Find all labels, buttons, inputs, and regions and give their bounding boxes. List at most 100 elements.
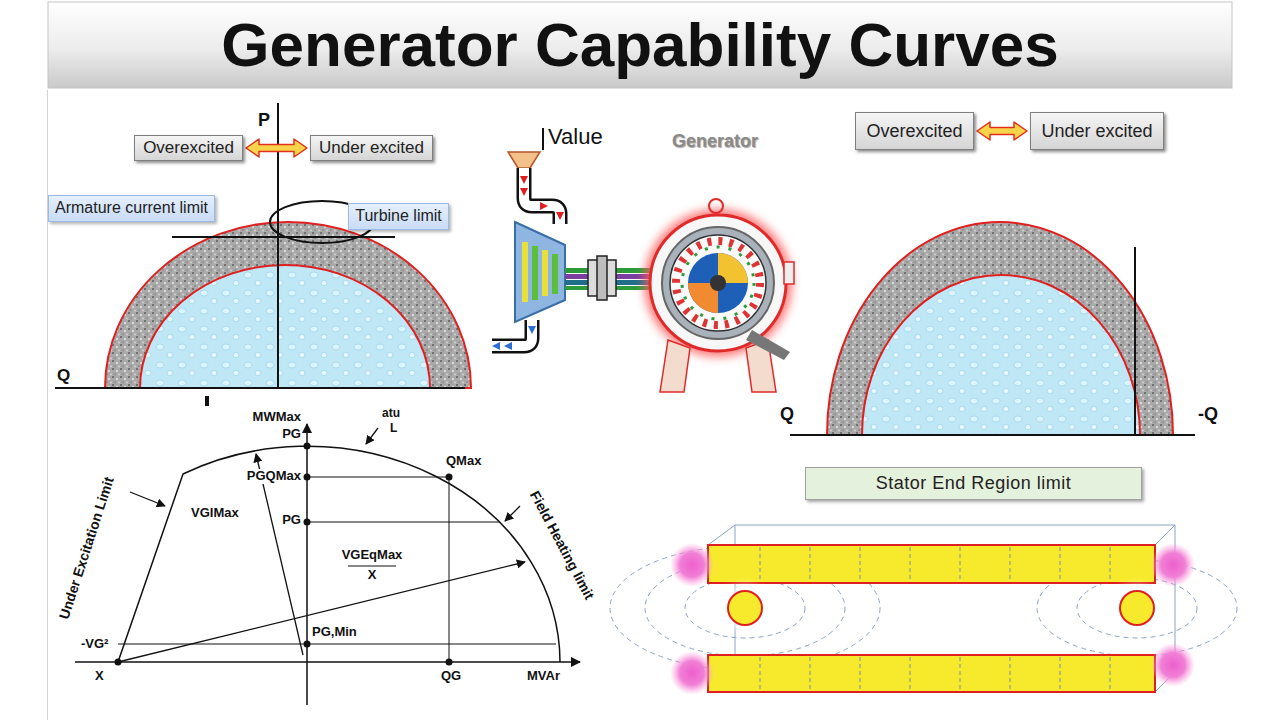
vector-label: X <box>367 568 378 583</box>
generator-glow <box>644 209 792 357</box>
axis-label: Q <box>780 404 794 425</box>
lamination-line <box>760 547 1110 690</box>
mode-box: Overexcited <box>134 135 243 161</box>
limit-box: Turbine limit <box>348 203 449 230</box>
point-label: PG <box>281 513 302 528</box>
part-label: Value <box>548 124 603 149</box>
point-dot <box>304 474 311 481</box>
vector-label: VGEqMax <box>341 548 404 563</box>
box-label: Overexcited <box>143 138 234 158</box>
point-dot <box>304 443 311 450</box>
title-text: Generator Capability Curves <box>221 9 1058 80</box>
rotor <box>688 253 748 313</box>
limit-title-box: Stator End Region limit <box>805 467 1142 500</box>
end-region-limit-line <box>1134 247 1136 435</box>
hot-spot <box>1151 643 1195 687</box>
generator-foot <box>660 340 690 392</box>
operating-region <box>140 265 430 388</box>
point-dot <box>304 519 311 526</box>
turbine-blade <box>542 250 548 296</box>
lifting-ring <box>709 199 723 213</box>
end-glow <box>1115 586 1159 630</box>
exhaust-arrow <box>528 326 536 334</box>
hot-spot <box>1151 543 1195 587</box>
cut-label: atu <box>382 407 400 421</box>
armature-vector <box>256 454 303 655</box>
guide-line <box>449 477 450 662</box>
part-label: Generator <box>672 131 758 152</box>
cut-label: L <box>390 422 397 436</box>
flux-line <box>1077 578 1197 638</box>
generator-bracket <box>746 330 790 360</box>
capability-curve <box>118 446 560 662</box>
operating-region <box>862 275 1140 435</box>
steam-arrow <box>520 176 528 184</box>
limit-label: Under Excitation Limit <box>55 475 116 621</box>
axis-tick <box>205 396 209 406</box>
turbine <box>515 222 565 322</box>
valve-funnel <box>508 152 540 168</box>
armature-band <box>827 222 1173 435</box>
leader-arrow <box>130 492 165 506</box>
mvar-axis <box>75 661 580 663</box>
mode-box: Under excited <box>310 135 433 161</box>
point-label: MWMax <box>252 410 302 425</box>
stator-ring <box>662 227 774 339</box>
point-label: X <box>94 669 105 684</box>
axis-label: Q <box>57 366 70 386</box>
point-dot <box>446 659 453 666</box>
leader-arrow <box>366 428 378 444</box>
limit-box: Armature current limit <box>48 195 215 222</box>
q-axis <box>55 387 465 389</box>
steam-arrow <box>556 212 564 220</box>
turbine-blade <box>522 242 528 302</box>
mw-axis <box>306 424 308 705</box>
box-label: Overexcited <box>866 121 962 142</box>
point-label: QMax <box>445 454 482 469</box>
box-label: Turbine limit <box>355 207 442 225</box>
core-outline <box>708 525 1175 692</box>
end-winding <box>728 591 762 625</box>
steam-pipe <box>524 168 560 224</box>
axis-label: -Q <box>1198 404 1218 425</box>
point-label: QG <box>440 669 462 684</box>
box-label: Under excited <box>319 138 424 158</box>
valve-stem <box>542 128 544 150</box>
stator-slots <box>676 241 760 325</box>
point-dot <box>115 659 122 666</box>
point-label: PGQMax <box>246 469 302 484</box>
stator-bore <box>670 235 766 331</box>
generator-housing <box>650 215 786 351</box>
exhaust-arrow <box>492 342 500 350</box>
guide-line <box>307 522 500 523</box>
field-vector <box>118 562 525 662</box>
hot-spot <box>670 651 714 695</box>
mode-box: Under excited <box>1030 112 1164 150</box>
fraction-bar <box>348 566 396 567</box>
rotor-poles <box>682 247 754 319</box>
vector-label: VGIMax <box>190 506 240 521</box>
point-label: -VG² <box>80 637 109 652</box>
mode-box: Overexcited <box>855 112 974 150</box>
point-label: PG,Min <box>311 625 358 640</box>
guide-line <box>307 477 449 478</box>
steam-arrow <box>540 202 548 210</box>
steam-pipe-inner <box>524 168 560 224</box>
axis-label: MVAr <box>526 669 561 684</box>
double-arrow <box>977 122 1027 140</box>
turbine-blade <box>552 254 558 294</box>
leader-arrow <box>505 506 520 521</box>
end-glow <box>723 586 767 630</box>
point-dot <box>446 474 453 481</box>
title-banner <box>48 2 1232 88</box>
flux-line <box>685 578 805 638</box>
limit-label: Field Heating limit <box>527 488 598 602</box>
hot-spot <box>670 543 714 587</box>
box-label: Armature current limit <box>55 199 208 217</box>
box-label: Stator End Region limit <box>876 473 1072 494</box>
